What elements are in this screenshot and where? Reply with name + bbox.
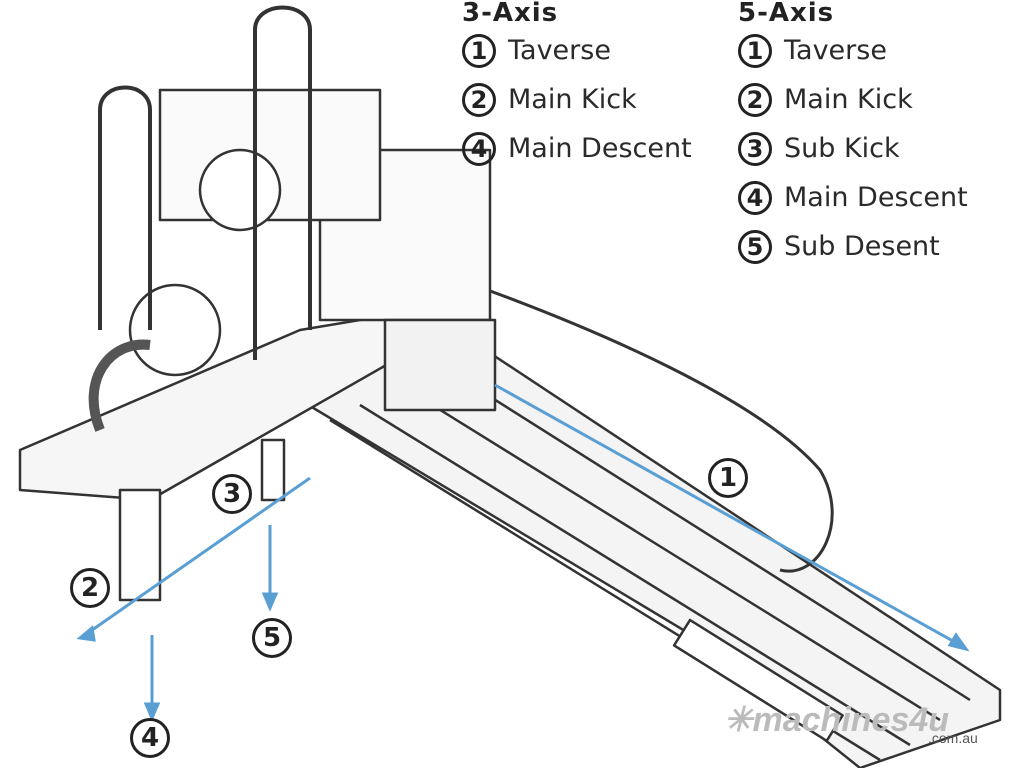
axis-number-badge: 5 [738, 229, 772, 264]
legend-item: 1 Taverse [462, 26, 692, 75]
axis-label: Taverse [508, 35, 611, 66]
legend-item: 4 Main Descent [462, 124, 692, 173]
traverse-arrow [494, 383, 961, 647]
legend-item: 3 Sub Kick [738, 124, 968, 173]
legend-3-axis: 3-Axis 1 Taverse 2 Main Kick 4 Main Descent [462, 0, 692, 173]
callout-traverse: 1 [708, 458, 748, 498]
main-kick-arrow [84, 476, 311, 637]
callout-sub-descent: 5 [252, 618, 292, 658]
axis-label: Main Kick [508, 84, 637, 115]
watermark-brand: machines4u [752, 701, 950, 739]
callout-main-descent: 4 [130, 718, 170, 758]
axis-number-badge: 4 [462, 131, 496, 166]
cable-loop [459, 278, 834, 573]
axis-number-badge: 1 [738, 33, 772, 68]
axis-label: Sub Kick [784, 133, 900, 164]
axis-number-badge: 1 [462, 33, 496, 68]
axis-number-badge: 2 [462, 82, 496, 117]
callout-sub-kick: 3 [212, 474, 252, 514]
axis-label: Sub Desent [784, 231, 940, 262]
axis-label: Main Descent [508, 133, 692, 164]
legend-item: 1 Taverse [738, 26, 968, 75]
vertical-arms [98, 5, 312, 602]
legend-item: 4 Main Descent [738, 173, 968, 222]
snowflake-logo-icon: ✳ [724, 701, 753, 739]
legend-item: 2 Main Kick [462, 75, 692, 124]
legend-item: 5 Sub Desent [738, 222, 968, 271]
legend-item: 2 Main Kick [738, 75, 968, 124]
callout-main-kick: 2 [70, 568, 110, 608]
legend-5-axis: 5-Axis 1 Taverse 2 Main Kick 3 Sub Kick 4 Ma… [738, 0, 968, 271]
carriage-body [18, 88, 497, 502]
legend-5-axis-title: 5-Axis [738, 0, 835, 28]
watermark-domain: .com.au [928, 730, 978, 746]
legend-3-axis-title: 3-Axis [462, 0, 559, 28]
axis-number-badge: 4 [738, 180, 772, 215]
axis-label: Main Kick [784, 84, 913, 115]
axis-label: Taverse [784, 35, 887, 66]
axis-number-badge: 2 [738, 82, 772, 117]
axis-label: Main Descent [784, 182, 968, 213]
traverse-rail [298, 318, 1002, 768]
watermark: ✳machines4u .com.au [724, 700, 978, 746]
axis-number-badge: 3 [738, 131, 772, 166]
